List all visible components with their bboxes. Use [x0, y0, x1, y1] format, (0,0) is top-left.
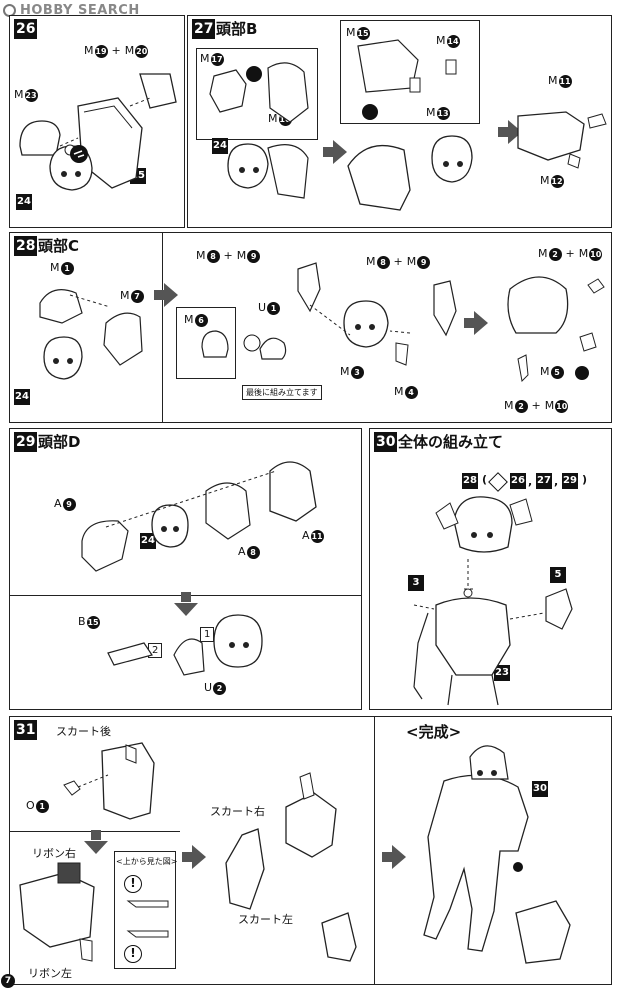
skirt-left-label: スカート左 — [238, 913, 293, 926]
next-arrow — [323, 140, 347, 164]
step-title: 全体の組み立て — [398, 433, 504, 451]
warning-icon: ! — [124, 875, 142, 893]
skirt-assembly-drawing — [10, 717, 612, 985]
next-arrow — [464, 311, 488, 335]
head-parts-drawing — [188, 16, 612, 228]
part-number-30: 30 — [532, 781, 548, 797]
ribbon-right-label: リボン右 — [32, 847, 76, 860]
step-30-panel: 30 全体の組み立て 28 ( 26 , 27 , 29 ) 3 5 23 — [369, 428, 612, 710]
head-parts-drawing — [10, 233, 612, 423]
head-parts-drawing — [10, 429, 362, 710]
part-number-24: 24 — [212, 138, 228, 154]
part-number-24: 24 — [140, 533, 156, 549]
step-number: 29 — [14, 432, 38, 452]
part-number-26: 26 — [510, 473, 526, 489]
step-number: 28 — [14, 236, 38, 256]
next-arrow — [154, 283, 178, 307]
body-assembly-drawing — [370, 429, 612, 710]
step-number: 31 — [14, 720, 38, 740]
down-arrow — [84, 830, 108, 854]
step-title: 頭部D — [38, 433, 81, 451]
part-number-3: 3 — [408, 575, 424, 591]
ref-comma-1: , — [528, 475, 533, 488]
step-number: 30 — [374, 432, 398, 452]
part-number-5: 5 — [550, 567, 566, 583]
step-title: 頭部B — [216, 20, 258, 38]
ref-close: ) — [582, 473, 588, 486]
step-title: 頭部C — [38, 237, 80, 255]
top-view-label: <上から見た図> — [116, 857, 178, 866]
ref-open: ( — [482, 473, 488, 486]
step-number: 26 — [14, 19, 38, 39]
page-number: 7 — [1, 974, 15, 988]
site-logo[interactable]: HOBBY SEARCH — [20, 3, 140, 18]
next-arrow — [182, 845, 206, 869]
down-arrow — [174, 592, 198, 616]
skirt-right-label: スカート右 — [210, 805, 265, 818]
section-divider — [162, 233, 163, 422]
section-divider — [374, 717, 375, 984]
assemble-last-note: 最後に組み立てます — [242, 385, 322, 400]
step-number: 27 — [192, 19, 216, 39]
part-number-27: 27 — [536, 473, 552, 489]
warning-icon: ! — [124, 945, 142, 963]
part-number-24: 24 — [14, 389, 30, 405]
complete-title: <完成> — [406, 723, 462, 741]
head-parts-drawing — [10, 16, 185, 228]
next-arrow — [382, 845, 406, 869]
part-number-29: 29 — [562, 473, 578, 489]
skirt-back-label: スカート後 — [56, 725, 111, 738]
step-27-panel: 27 頭部B M17 M16 24 M15 M14 M13 M11 M12 — [187, 15, 612, 228]
part-number-28: 28 — [462, 473, 478, 489]
ref-comma-2: , — [554, 475, 559, 488]
ribbon-left-label: リボン左 — [28, 967, 72, 980]
part-number-23: 23 — [494, 665, 510, 681]
part-number-24: 24 — [16, 194, 32, 210]
